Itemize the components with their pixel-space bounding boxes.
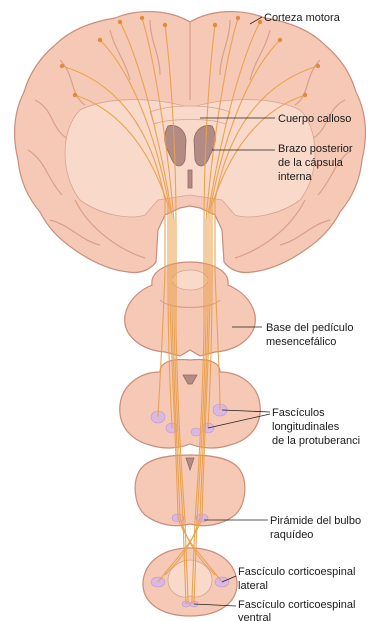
label-pons-fascicles-line2: longitudinales	[272, 421, 340, 433]
label-ventral-cst-line2: ventral	[238, 612, 271, 621]
label-pons-fascicles-line3: de la protuberanci	[272, 435, 360, 447]
label-ventral-cst-line1: Fascículo corticoespinal	[238, 599, 355, 611]
label-motor-cortex: Corteza motora	[264, 12, 341, 24]
label-medullary-pyramid-line2: raquídeo	[270, 529, 313, 541]
label-medullary-pyramid-line1: Pirámide del bulbo	[270, 515, 361, 527]
label-lateral-cst-line1: Fascículo corticoespinal	[238, 566, 355, 578]
label-internal-capsule-line1: Brazo posterior	[278, 143, 353, 155]
medulla-section	[135, 455, 245, 526]
label-internal-capsule-line2: de la cápsula	[278, 157, 344, 169]
label-corpus-callosum: Cuerpo calloso	[278, 113, 351, 125]
midbrain-section	[125, 262, 256, 356]
label-pons-fascicles-line1: Fascículos	[272, 407, 325, 419]
label-cerebral-peduncle-line1: Base del pedículo	[266, 322, 353, 334]
label-internal-capsule-line3: interna	[278, 171, 313, 183]
label-cerebral-peduncle-line2: mesencefálico	[266, 336, 336, 348]
pons-section	[120, 360, 260, 448]
label-lateral-cst-line2: lateral	[238, 580, 268, 592]
